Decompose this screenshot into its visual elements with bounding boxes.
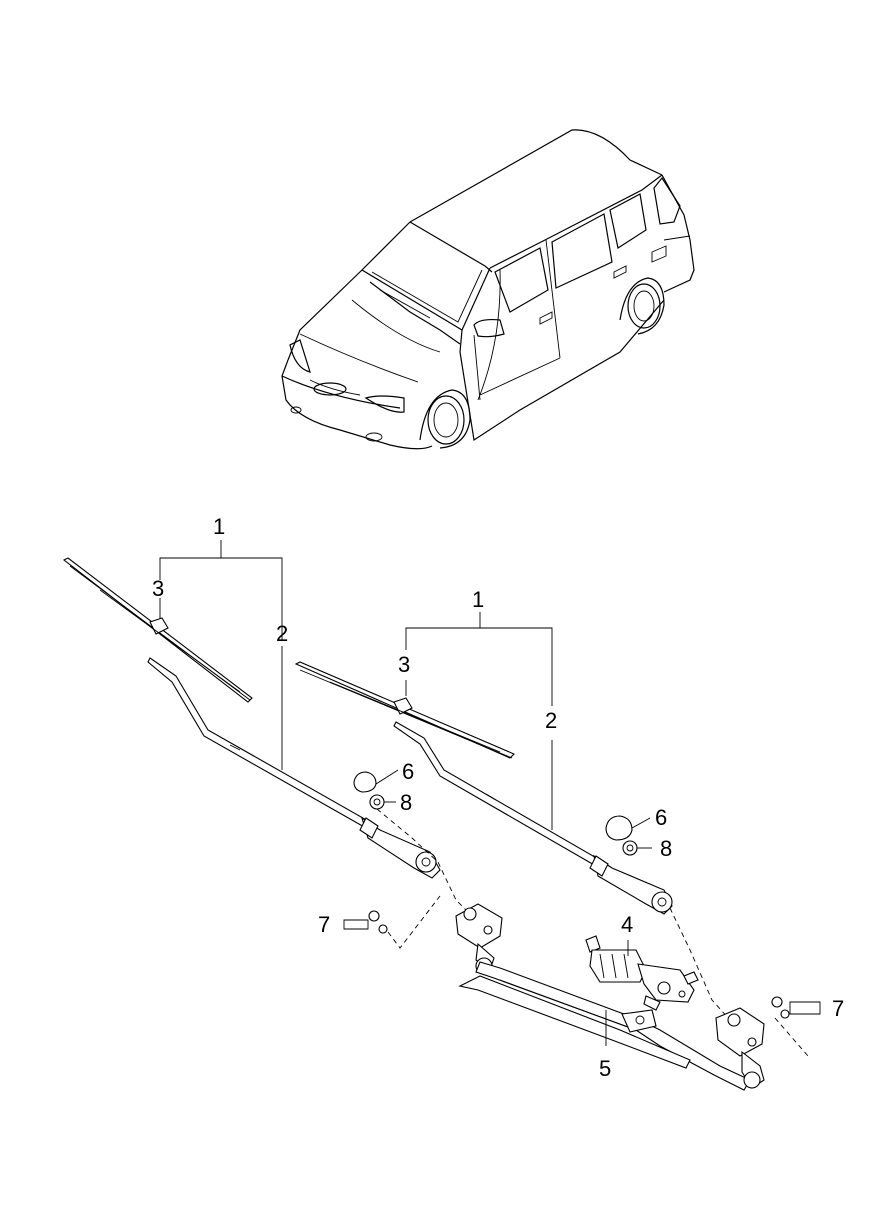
left-wiper-arm [147,657,441,879]
right-pivot-cap [605,815,633,841]
left-wiper-blade [62,557,253,703]
callout-left-nut: 8 [400,790,412,815]
left-assembly-bracket [159,557,283,640]
right-assembly-bracket [405,627,553,706]
callout-motor: 4 [621,912,633,937]
right-wiper-blade [294,661,515,759]
callout-left-cap: 6 [402,759,414,784]
callout-left-wiper-arm: 2 [276,621,288,646]
left-pivot-nut [369,794,385,810]
right-pivot-nut [622,840,638,856]
callout-left-wiper-blade: 3 [152,576,164,601]
right-mounting-hardware [771,996,821,1057]
right-wiper-arm [393,721,673,915]
callout-linkage: 5 [599,1056,611,1081]
left-pivot-cap [353,771,377,793]
callout-right-wiper-blade: 3 [398,652,410,677]
wiper-motor [585,935,699,1011]
callout-right-hardware: 7 [832,996,844,1021]
right-wiper-assembly [294,612,673,915]
wiper-linkage [455,903,765,1091]
callout-left-hardware: 7 [318,912,330,937]
leader-lines [605,940,629,1046]
left-wiper-assembly [62,540,441,879]
callout-right-cap: 6 [655,805,667,830]
callout-right-nut: 8 [660,836,672,861]
callout-left-wiper-set: 1 [213,514,225,539]
vehicle-illustration [281,129,695,450]
callout-right-wiper-arm: 2 [545,708,557,733]
callout-right-wiper-set: 1 [472,587,484,612]
left-mounting-hardware [343,895,441,949]
